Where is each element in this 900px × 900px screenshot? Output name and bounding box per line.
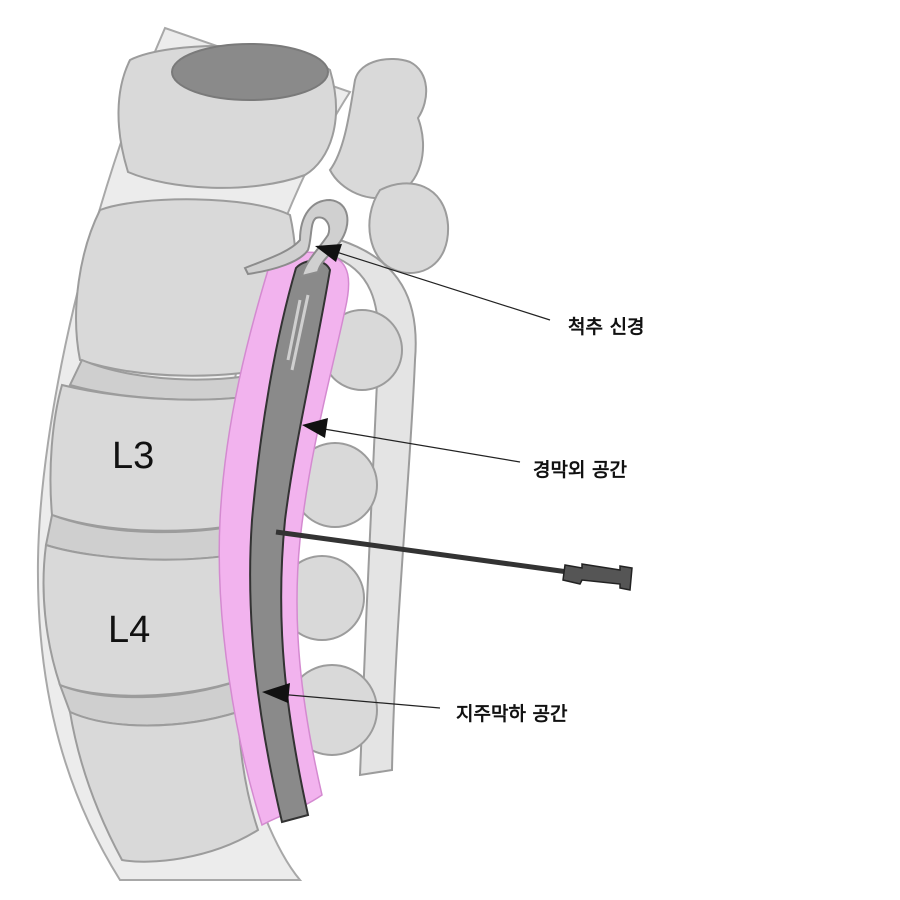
label-epidural-space: 경막외 공간	[533, 459, 628, 481]
posterior-process-top	[328, 58, 428, 200]
vertebra-l5	[68, 710, 260, 863]
callout-arrowhead-spinal-nerve	[315, 244, 342, 262]
spinal-needle-shaft	[275, 529, 569, 575]
callout-line-spinal-nerve	[329, 249, 551, 321]
label-subarachnoid-space: 지주막하 공간	[456, 703, 568, 725]
dural-sac	[249, 259, 332, 824]
callout-arrowhead-subarachnoid	[262, 683, 290, 703]
nerve-root-lines	[286, 294, 310, 371]
vertebra-label-l4: L4	[108, 609, 150, 651]
label-spinal-nerve: 척추 신경	[568, 316, 645, 338]
callout-line-epidural	[317, 427, 521, 463]
vertebra-top-endplate	[171, 43, 329, 101]
facet-joint-top	[368, 182, 450, 274]
vertebra-label-l3: L3	[112, 435, 154, 477]
callout-arrowhead-epidural	[302, 418, 328, 438]
spinal-nerve-shape	[243, 198, 349, 278]
spinal-needle-hub	[562, 563, 633, 591]
callout-line-subarachnoid	[277, 693, 441, 709]
